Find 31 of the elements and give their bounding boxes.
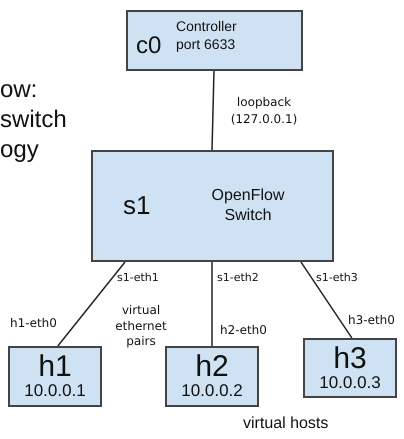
title-fragment: switch — [0, 106, 67, 134]
title-fragment: ogy — [0, 136, 39, 164]
ip-address: 10.0.0.1 — [23, 381, 87, 401]
annotation-text: virtual ethernet pairs — [114, 303, 168, 350]
host-name: h2 — [194, 350, 230, 384]
connector-line — [300, 262, 352, 338]
ip-address: 10.0.0.2 — [180, 381, 244, 401]
port-label: s1-eth1 — [117, 271, 159, 284]
ip-address: 10.0.0.3 — [318, 373, 382, 393]
port-label: s1-eth3 — [316, 271, 358, 284]
node-description: OpenFlow Switch — [210, 186, 286, 226]
node-id: c0 — [136, 32, 162, 60]
port-label: h3-eth0 — [348, 313, 395, 327]
host-box — [165, 346, 259, 407]
host-name: h3 — [332, 342, 368, 376]
node-description: Controller port 6633 — [176, 18, 238, 53]
host-box — [8, 346, 102, 407]
connector-line — [211, 262, 213, 346]
port-label: h2-eth0 — [220, 323, 267, 337]
connector-line — [211, 70, 215, 150]
port-label: s1-eth2 — [217, 271, 259, 284]
port-label: h1-eth0 — [10, 316, 57, 330]
switch-box — [91, 150, 334, 262]
title-fragment: ow: — [0, 76, 38, 104]
node-id: s1 — [123, 190, 150, 221]
controller-box — [126, 10, 303, 71]
connector-line — [57, 262, 126, 346]
edge-label: loopback (127.0.0.1) — [230, 94, 298, 128]
host-box — [303, 338, 397, 398]
group-caption: virtual hosts — [243, 415, 328, 433]
host-name: h1 — [37, 350, 73, 384]
